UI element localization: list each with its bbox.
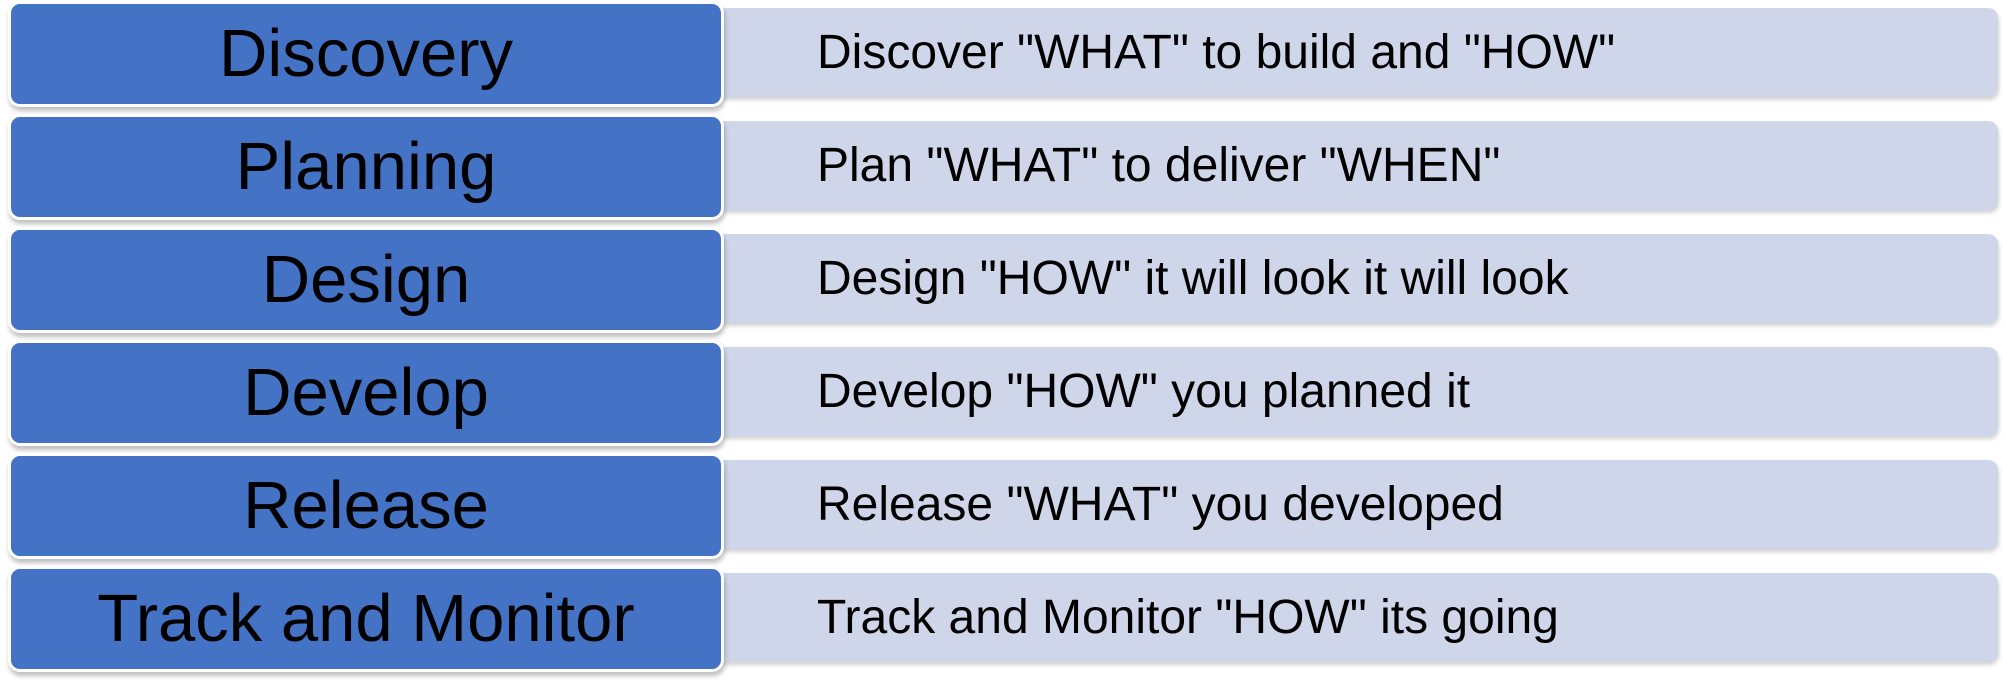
stage-label-box: Track and Monitor [8, 566, 724, 672]
stage-description-box: Discover "WHAT" to build and "HOW" [715, 8, 1998, 97]
stage-row-develop: Develop "HOW" you planned it Develop [0, 339, 2007, 446]
stage-row-release: Release "WHAT" you developed Release [0, 452, 2007, 559]
stage-label: Design [261, 242, 471, 317]
stage-label: Planning [235, 129, 497, 204]
stage-label: Discovery [218, 16, 514, 91]
stage-description: Discover "WHAT" to build and "HOW" [817, 26, 1616, 79]
stage-label: Develop [243, 355, 489, 430]
stage-label: Track and Monitor [97, 581, 635, 656]
stage-row-design: Design "HOW" it will look it will look D… [0, 226, 2007, 333]
stage-row-planning: Plan "WHAT" to deliver "WHEN" Planning [0, 113, 2007, 220]
stage-description-box: Develop "HOW" you planned it [715, 347, 1998, 436]
stage-label-box: Design [8, 227, 724, 333]
stage-description: Release "WHAT" you developed [817, 478, 1504, 531]
stage-label-box: Planning [8, 114, 724, 220]
stage-label-box: Discovery [8, 1, 724, 107]
stage-label-box: Develop [8, 340, 724, 446]
stage-description: Plan "WHAT" to deliver "WHEN" [817, 139, 1501, 192]
stage-row-track-and-monitor: Track and Monitor "HOW" its going Track … [0, 565, 2007, 672]
stage-description-box: Plan "WHAT" to deliver "WHEN" [715, 121, 1998, 210]
stage-description: Design "HOW" it will look it will look [817, 252, 1569, 305]
stage-description-box: Design "HOW" it will look it will look [715, 234, 1998, 323]
stage-description-box: Track and Monitor "HOW" its going [715, 573, 1998, 662]
stage-description-box: Release "WHAT" you developed [715, 460, 1998, 549]
stage-description: Track and Monitor "HOW" its going [817, 591, 1559, 644]
stage-label-box: Release [8, 453, 724, 559]
stage-label: Release [243, 468, 489, 543]
stage-description: Develop "HOW" you planned it [817, 365, 1471, 418]
stage-row-discovery: Discover "WHAT" to build and "HOW" Disco… [0, 0, 2007, 107]
